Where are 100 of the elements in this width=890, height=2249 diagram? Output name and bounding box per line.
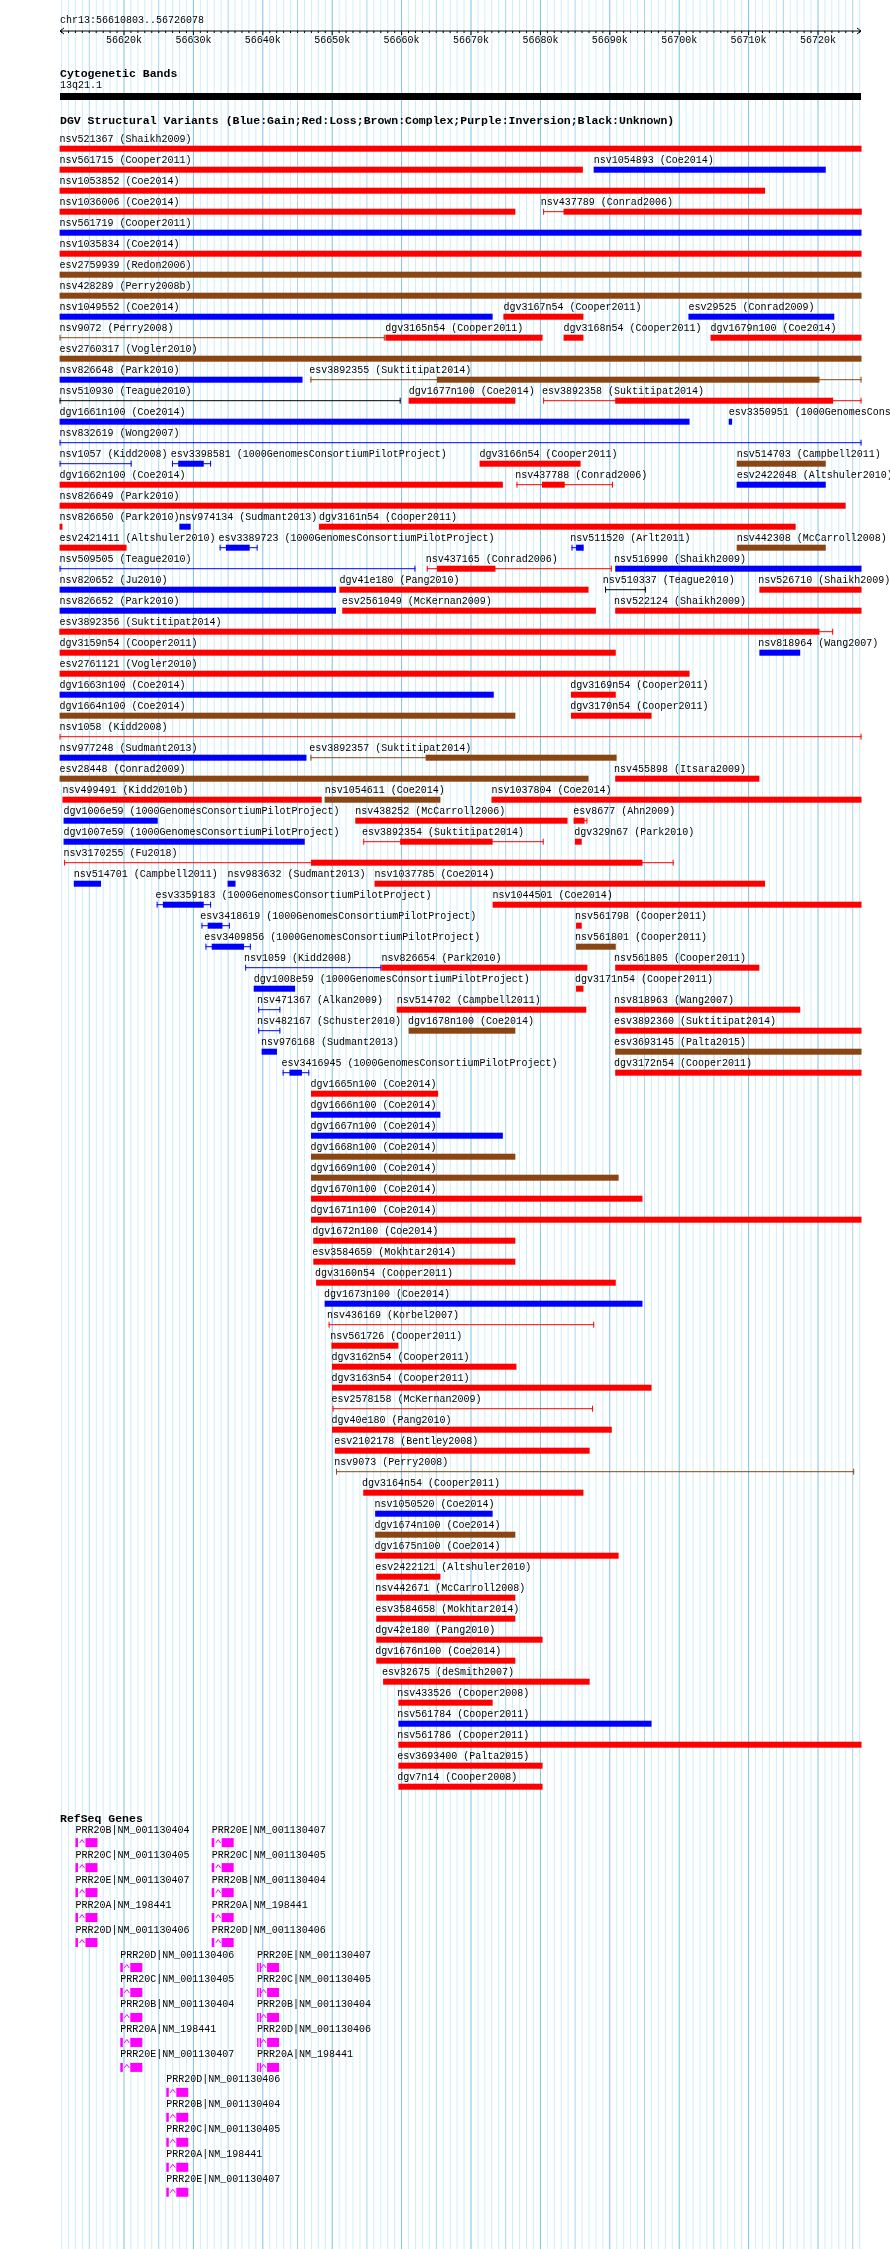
track-title: RefSeq Genes [60,1812,143,1825]
variant-label: nsv826652 (Park2010) [59,595,180,608]
variant-label: dgv1006e59 (1000GenomesConsortiumPilotProject) [63,805,340,818]
variant-label: esv28448 (Conrad2009) [59,763,186,776]
variant-label: esv3389723 (1000GenomesConsortiumPilotProject) [218,532,495,545]
variant-label: nsv437789 (Conrad2006) [540,196,673,209]
variant-label: nsv1037785 (Coe2014) [374,868,495,881]
variant-label: esv3892356 (Suktitipat2014) [59,616,222,629]
variant-label: dgv3165n54 (Cooper2011) [385,322,524,335]
variant-label: esv3892357 (Suktitipat2014) [309,742,472,755]
variant-label: nsv514701 (Campbell2011) [73,868,218,881]
variant-label: nsv471367 (Alkan2009) [257,994,384,1007]
variant-label: esv2561049 (McKernan2009) [341,595,492,608]
variant-label: nsv509505 (Teague2010) [59,553,192,566]
variant-label: nsv826650 (Park2010) [59,511,180,524]
variant-label: esv2102178 (Bentley2008) [334,1435,479,1448]
variant-label: nsv1036006 (Coe2014) [59,196,180,209]
variant-label: esv3693145 (Palta2015) [614,1036,747,1049]
variant-label: nsv826654 (Park2010) [381,952,502,965]
variant-label: nsv438252 (McCarroll2006) [355,805,506,818]
variant-label: nsv1035834 (Coe2014) [59,238,180,251]
variant-label: nsv1050520 (Coe2014) [374,1498,495,1511]
variant-label: dgv1669n100 (Coe2014) [310,1162,437,1175]
variant-label: dgv3166n54 (Cooper2011) [479,448,618,461]
variant-label: dgv1671n100 (Coe2014) [310,1204,437,1217]
scale-tick-label: 56720k [800,35,836,47]
variant-label: nsv436169 (Korbel2007) [326,1309,459,1322]
variant-label: dgv1679n100 (Coe2014) [710,322,837,335]
gene-label: PRR20D|NM_001130406 [166,2074,281,2087]
variant-label: nsv521367 (Shaikh2009) [59,133,192,146]
gene-label: PRR20E|NM_001130407 [120,2049,235,2062]
variant-label: nsv510930 (Teague2010) [59,385,192,398]
variant-label: nsv514703 (Campbell2011) [736,448,881,461]
variant-label: dgv3169n54 (Cooper2011) [570,679,709,692]
gene-label: PRR20E|NM_001130407 [166,2174,281,2187]
variant-label: esv32675 (deSmith2007) [381,1666,514,1679]
variant-label: dgv3172n54 (Cooper2011) [614,1057,753,1070]
variant-label: nsv499491 (Kidd2010b) [62,784,189,797]
scale-tick-label: 56630k [175,35,212,47]
variant-label: nsv561784 (Cooper2011) [397,1708,530,1721]
scale-tick-label: 56660k [383,35,420,47]
gene-label: PRR20D|NM_001130406 [257,2024,372,2037]
variant-label: nsv442308 (McCarroll2008) [736,532,887,545]
scale-tick-label: 56620k [106,35,142,47]
track-title: DGV Structural Variants (Blue:Gain;Red:Loss;Brown:Complex;Purple:Inversion;Black:Unknown) [60,114,675,127]
gene-label: PRR20B|NM_001130404 [257,1999,372,2012]
variant-label: nsv561801 (Cooper2011) [574,931,707,944]
variant-label: nsv818963 (Wang2007) [614,994,735,1007]
variant-label: dgv40e180 (Pang2010) [331,1414,452,1427]
variant-label: nsv1054893 (Coe2014) [593,154,714,167]
variant-label: dgv1007e59 (1000GenomesConsortiumPilotProject) [63,826,340,839]
variant-label: esv2578158 (McKernan2009) [331,1393,482,1406]
variant-label: nsv526710 (Shaikh2009) [758,574,890,587]
gene-label: PRR20B|NM_001130404 [166,2099,281,2112]
variant-label: dgv3162n54 (Cooper2011) [331,1351,470,1364]
variant-label: dgv1668n100 (Coe2014) [310,1141,437,1154]
variant-label: nsv561715 (Cooper2011) [59,154,192,167]
variant-label: dgv42e180 (Pang2010) [375,1624,496,1637]
variant-label: dgv1678n100 (Coe2014) [408,1015,535,1028]
variant-label: dgv3167n54 (Cooper2011) [503,301,642,314]
gene-label: PRR20C|NM_001130405 [120,1974,235,1987]
variant-label: esv3892360 (Suktitipat2014) [614,1015,777,1028]
variant-label: dgv3159n54 (Cooper2011) [59,637,198,650]
variant-label: nsv511520 (Arlt2011) [570,532,691,545]
variant-label: nsv561805 (Cooper2011) [614,952,747,965]
variant-label: esv3418619 (1000GenomesConsortiumPilotProject) [200,910,477,923]
variant-label: nsv561726 (Cooper2011) [330,1330,463,1343]
variant-label: dgv1676n100 (Coe2014) [375,1645,502,1658]
variant-label: dgv1667n100 (Coe2014) [310,1120,437,1133]
gene-label: PRR20C|NM_001130405 [257,1974,372,1987]
variant-label: esv2761121 (Vogler2010) [59,658,198,671]
scale-tick-label: 56680k [522,35,559,47]
scale-tick-label: 56640k [244,35,281,47]
variant-label: esv3409856 (1000GenomesConsortiumPilotProject) [204,931,481,944]
variant-label: nsv514702 (Campbell2011) [396,994,541,1007]
gene-label: PRR20E|NM_001130407 [211,1824,326,1837]
band-label: 13q21.1 [60,80,102,92]
gene-label: PRR20B|NM_001130404 [75,1824,190,1837]
gene-label: PRR20D|NM_001130406 [75,1924,190,1937]
variant-label: dgv3164n54 (Cooper2011) [362,1477,501,1490]
variant-label: nsv1059 (Kidd2008) [244,952,353,965]
variant-label: esv3892354 (Suktitipat2014) [362,826,525,839]
variant-label: dgv1661n100 (Coe2014) [59,406,186,419]
variant-label: nsv1053852 (Coe2014) [59,175,180,188]
scale-tick-label: 56650k [314,35,351,47]
gene-label: PRR20C|NM_001130405 [75,1849,190,1862]
variant-label: nsv510337 (Teague2010) [602,574,735,587]
variant-label: nsv983632 (Sudmant2013) [227,868,366,881]
gene-label: PRR20E|NM_001130407 [257,1949,372,1962]
gene-label: PRR20A|NM_198441 [257,2049,354,2062]
gene-label: PRR20A|NM_198441 [166,2149,263,2162]
variant-label: dgv3168n54 (Cooper2011) [563,322,702,335]
variant-label: dgv1672n100 (Coe2014) [312,1225,439,1238]
variant-label: esv8677 (Ahn2009) [573,805,676,818]
variant-label: dgv1663n100 (Coe2014) [59,679,186,692]
variant-label: nsv9073 (Perry2008) [334,1456,449,1469]
variant-label: dgv1670n100 (Coe2014) [310,1183,437,1196]
variant-label: nsv561786 (Cooper2011) [397,1729,530,1742]
variant-label: dgv3161n54 (Cooper2011) [318,511,457,524]
variant-label: esv3398581 (1000GenomesConsortiumPilotProject) [170,448,447,461]
